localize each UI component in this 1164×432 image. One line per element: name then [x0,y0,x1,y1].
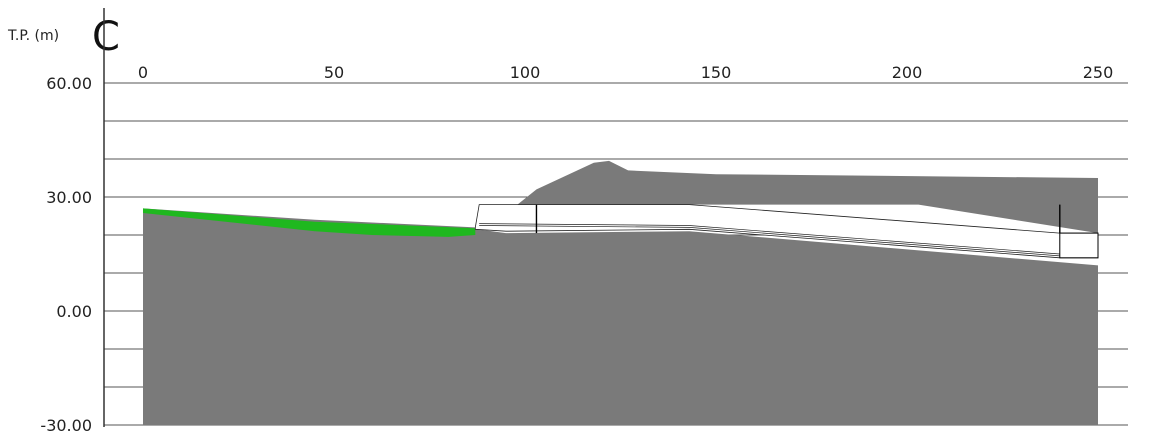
ground-area [143,208,1098,425]
vegetation-layer [143,208,476,237]
x-axis: 0 50 100 150 200 250 [138,63,1113,82]
x-tick-label: 50 [324,63,344,82]
unit-label: T.P. (m) [7,28,59,44]
y-axis: 60.00 30.00 0.00 -30.00 [40,8,105,432]
end-structure-box [1059,232,1099,259]
x-tick-label: 0 [138,63,148,82]
x-tick-label: 250 [1083,63,1114,82]
x-tick-label: 200 [892,63,923,82]
road-layer-line [479,225,1060,257]
road-layer-line [479,223,1060,255]
embankment-area [517,160,1098,234]
y-tick-label: 60.00 [46,74,92,93]
ground-layer [143,160,1098,425]
y-tick-label: 30.00 [46,188,92,207]
x-tick-label: 100 [510,63,541,82]
overlay-layer [474,204,1099,259]
y-tick-label: 0.00 [56,302,92,321]
section-label: C [92,14,120,60]
y-tick-label: -30.00 [40,416,92,432]
x-tick-label: 150 [701,63,732,82]
